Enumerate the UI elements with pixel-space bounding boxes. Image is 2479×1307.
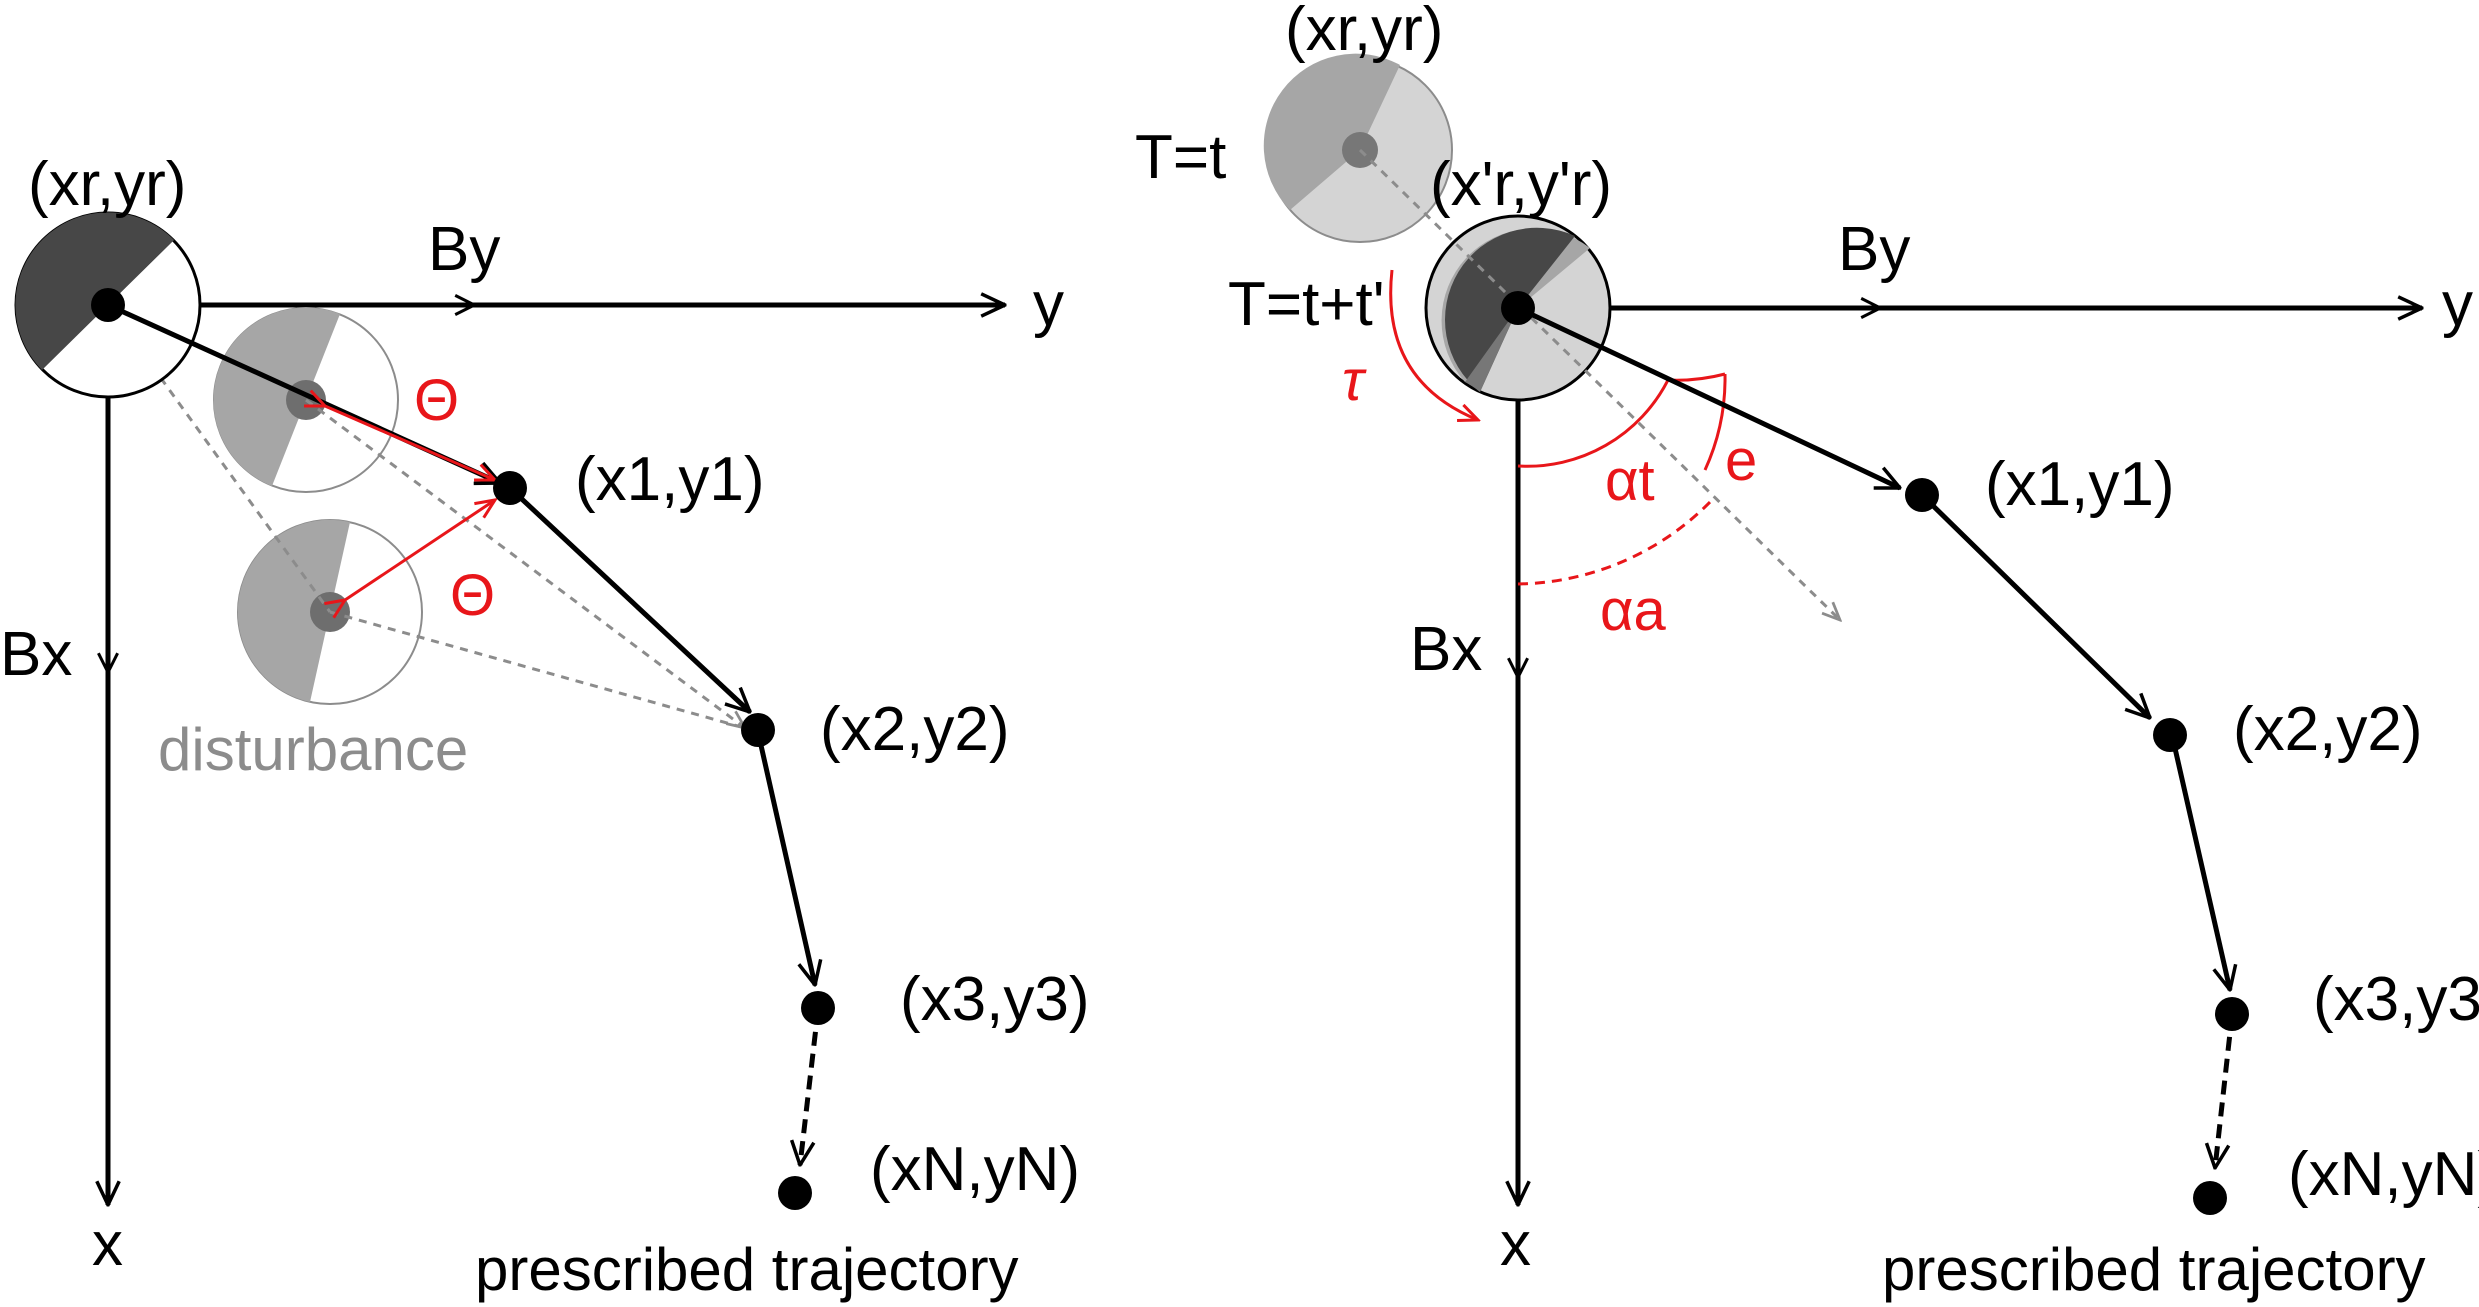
- left-robot-label: (xr,yr): [28, 150, 186, 219]
- right-waypoint-1: [1905, 478, 1939, 512]
- right-axis-y-label: y: [2442, 270, 2473, 339]
- right-p2-label: (x2,y2): [2233, 695, 2422, 764]
- left-panel: (xr,yr) By y Bx x Θ Θ disturbance (x1,y1…: [0, 150, 1089, 1303]
- left-waypoint-2: [741, 713, 775, 747]
- left-robot-center: [91, 288, 125, 322]
- left-seg-3-n: [800, 1009, 821, 1165]
- right-heading-dashed: [1358, 148, 1840, 620]
- left-waypoint-1: [493, 471, 527, 505]
- right-seg-0-1: [1516, 305, 1900, 491]
- left-p2-label: (x2,y2): [820, 695, 1009, 764]
- right-p3-label: (x3,y3): [2313, 965, 2479, 1034]
- left-p1-label: (x1,y1): [575, 445, 764, 514]
- left-axis-bx-label: Bx: [0, 620, 72, 689]
- left-axis-y-label: y: [1033, 270, 1064, 339]
- right-axis-x-label: x: [1500, 1210, 1531, 1279]
- left-theta-1-label: Θ: [414, 368, 459, 433]
- left-waypoint-n: [778, 1176, 812, 1210]
- left-dashed-path-c: [329, 610, 746, 730]
- right-alpha-t-label: αt: [1605, 448, 1655, 513]
- right-alpha-t-arc: [1517, 379, 1670, 468]
- right-axis-bx-label: Bx: [1410, 615, 1482, 684]
- left-seg-1-2: [508, 486, 750, 712]
- left-theta-2-label: Θ: [450, 563, 495, 628]
- right-seg-3-n: [2215, 1014, 2235, 1168]
- right-time-prev-label: T=t: [1135, 123, 1226, 192]
- right-robot-center: [1501, 291, 1535, 325]
- right-waypoint-n: [2193, 1181, 2227, 1215]
- right-seg-1-2: [1920, 493, 2150, 718]
- left-pn-label: (xN,yN): [870, 1135, 1080, 1204]
- right-tau-arrow: [1389, 269, 1478, 420]
- right-time-now-label: T=t+t': [1228, 270, 1385, 339]
- left-p3-label: (x3,y3): [900, 965, 1089, 1034]
- right-waypoint-3: [2215, 997, 2249, 1031]
- left-axis-by-label: By: [428, 215, 500, 284]
- left-waypoint-3: [801, 991, 835, 1025]
- left-theta-arrow-1: [325, 406, 495, 480]
- left-trajectory-label: prescribed trajectory: [475, 1236, 1019, 1303]
- right-tau-label: τ: [1342, 348, 1367, 413]
- right-alpha-a-label: αa: [1600, 578, 1667, 643]
- right-axis-by-label: By: [1838, 215, 1910, 284]
- right-waypoint-2: [2153, 718, 2187, 752]
- left-theta-arrow-2: [345, 500, 495, 600]
- right-seg-2-3: [2169, 734, 2230, 990]
- right-e-arc: [1667, 372, 1726, 382]
- left-axis-x-label: x: [92, 1210, 123, 1279]
- right-pn-label: (xN,yN): [2288, 1140, 2479, 1209]
- right-alpha-a-arc: [1517, 498, 1714, 586]
- right-robot-label: (x'r,y'r): [1430, 150, 1612, 219]
- right-panel: (xr,yr) T=t (x'r,y'r) T=t+t' τ By y Bx x…: [1135, 0, 2479, 1303]
- right-prev-robot-label: (xr,yr): [1285, 0, 1443, 64]
- left-seg-2-3: [755, 731, 815, 985]
- left-disturbed-robot-1: [213, 307, 399, 493]
- right-e-arc-ext: [1703, 373, 1727, 471]
- right-trajectory-label: prescribed trajectory: [1882, 1236, 2426, 1303]
- right-p1-label: (x1,y1): [1985, 450, 2174, 519]
- left-disturbance-label: disturbance: [158, 716, 468, 783]
- right-error-e-label: e: [1725, 428, 1757, 493]
